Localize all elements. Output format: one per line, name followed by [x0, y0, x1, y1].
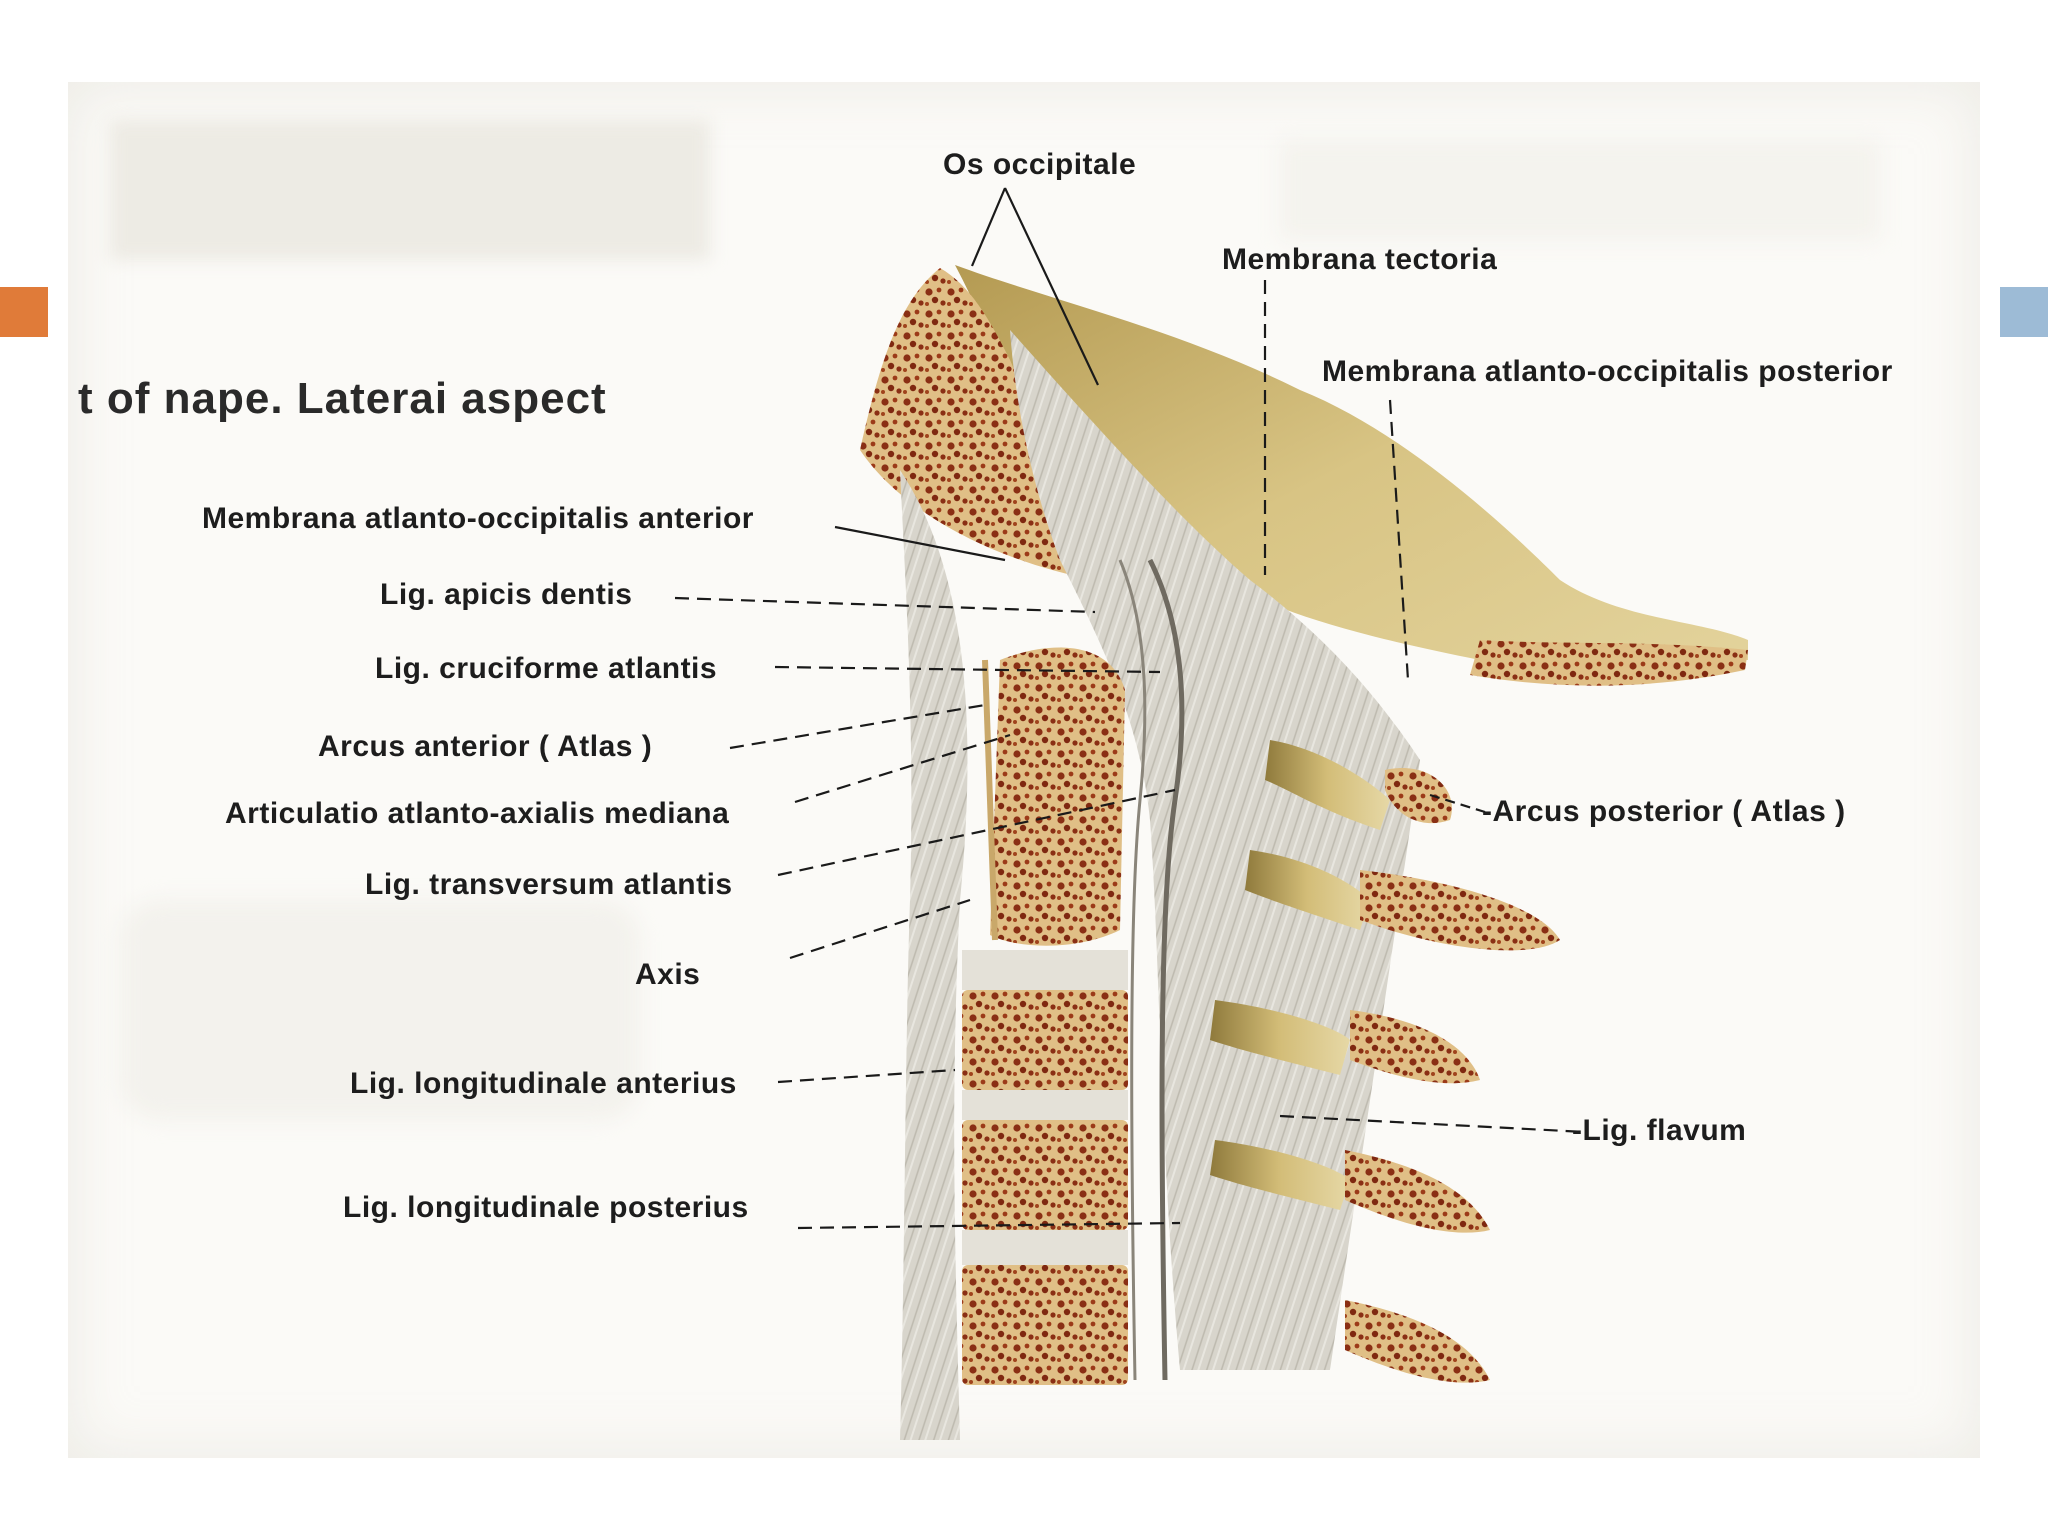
label-lig-transversum: Lig. transversum atlantis: [365, 868, 733, 901]
scan-smudge: [110, 120, 710, 260]
label-articulatio: Articulatio atlanto-axialis mediana: [225, 797, 730, 830]
label-lig-long-posterius: Lig. longitudinale posterius: [343, 1191, 749, 1224]
label-arcus-anterior: Arcus anterior ( Atlas ): [318, 730, 653, 763]
occipital-cut-edge: [860, 268, 1095, 580]
label-membrana-ao-posterior: Membrana atlanto-occipitalis posterior: [1322, 355, 1893, 388]
label-lig-cruciforme: Lig. cruciforme atlantis: [375, 652, 718, 685]
accent-bar-left: [0, 287, 48, 337]
label-os-occipitale: Os occipitale: [943, 148, 1137, 181]
ligament-sheet: [900, 330, 1420, 1440]
scan-smudge: [1280, 140, 1880, 240]
label-membrana-ao-anterior: Membrana atlanto-occipitalis anterior: [202, 502, 754, 535]
occipital-bone: [955, 265, 1748, 686]
label-lig-apicis-dentis: Lig. apicis dentis: [380, 578, 633, 611]
vertebral-bodies: [962, 647, 1128, 1385]
posterior-arches: [1210, 740, 1560, 1383]
label-axis: Axis: [635, 958, 701, 991]
figure-heading: t of nape. Laterai aspect: [78, 374, 607, 423]
leader-lines: [674, 187, 1586, 1230]
scan-smudge: [120, 900, 640, 1120]
label-arcus-posterior: -Arcus posterior ( Atlas ): [1482, 795, 1846, 828]
accent-bar-right: [2000, 287, 2048, 337]
label-lig-flavum: -Lig. flavum: [1572, 1114, 1747, 1147]
label-lig-long-anterius: Lig. longitudinale anterius: [350, 1067, 737, 1100]
spinal-canal: [1118, 558, 1185, 1381]
label-membrana-tectoria: Membrana tectoria: [1222, 243, 1498, 276]
